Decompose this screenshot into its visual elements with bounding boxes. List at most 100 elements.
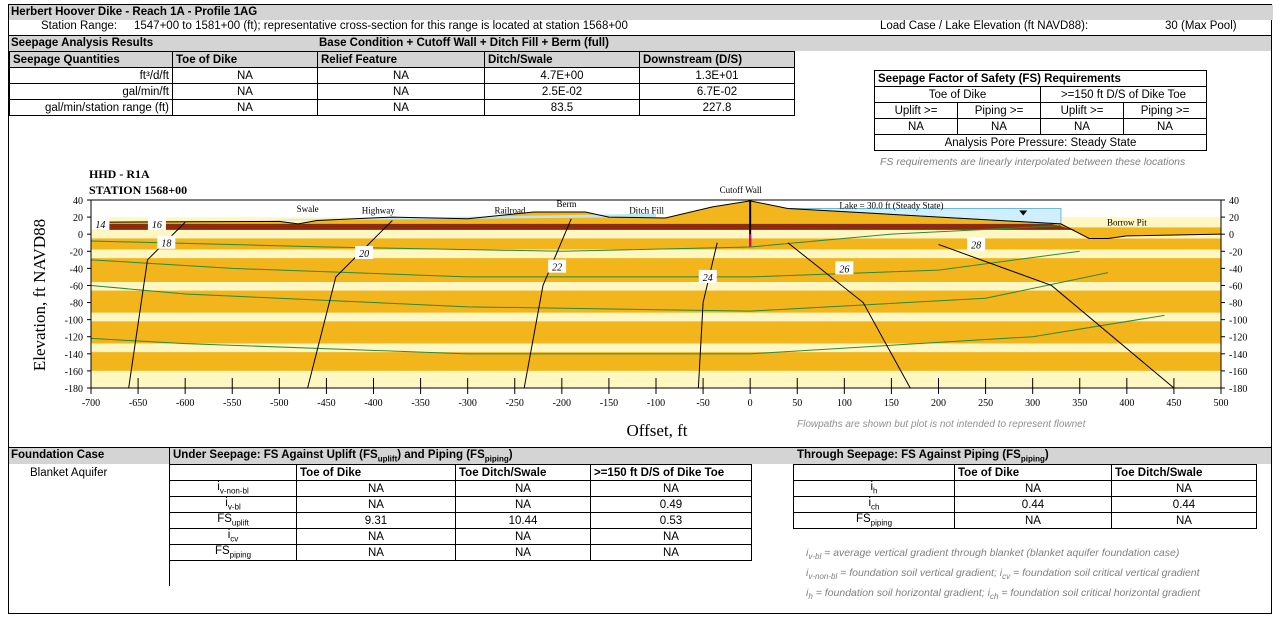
chart-annotation: Cutoff Wall [720, 185, 763, 195]
cell: NA [1111, 512, 1257, 529]
y-tick-label: -100 [65, 316, 83, 327]
foundation-case-label: Foundation Case [11, 449, 105, 461]
symbol-cell: ich [793, 496, 955, 513]
through-title-b: ) [1044, 449, 1049, 461]
row-label: gal/min/ft [9, 83, 173, 100]
x-tick-label: -700 [82, 398, 100, 409]
water-level-marker [1019, 210, 1028, 216]
cell: 83.5 [484, 99, 640, 116]
through-col: Toe Ditch/Swale [1111, 464, 1257, 481]
cell: NA [317, 83, 485, 100]
y-tick-label: -40 [1229, 264, 1242, 275]
under-col: Toe of Dike [296, 464, 456, 481]
symbol-cell: FSuplift [169, 512, 297, 529]
soil-layer [91, 258, 1221, 283]
contour-label-bg [548, 259, 567, 273]
cell: NA [455, 544, 591, 561]
soil-layer [91, 249, 1221, 259]
fs-requirements-title: Seepage Factor of Safety (FS) Requiremen… [874, 70, 1207, 87]
symbol-cell: iv-non-bl [169, 480, 297, 497]
row-label: ft³/d/ft [9, 67, 173, 84]
y-tick-label: -160 [1229, 367, 1247, 378]
soil-layer [91, 290, 1221, 313]
cell: NA [590, 528, 752, 545]
cell: NA [317, 67, 485, 84]
contour-label-text: 26 [839, 264, 849, 275]
table-row: ft³/d/ft NA NA 4.7E+00 1.3E+01 [9, 67, 795, 84]
through-corner [793, 464, 955, 481]
soil-layer [91, 321, 1221, 344]
contour-label-bg [967, 237, 986, 251]
cell: 1.3E+01 [639, 67, 795, 84]
under-seepage-table: Toe of Dike Toe Ditch/Swale >=150 ft D/S… [169, 464, 752, 561]
contour-label-text: 24 [703, 273, 713, 284]
fs-value: NA [1123, 118, 1207, 135]
y-tick-label: 0 [1229, 230, 1234, 241]
contour-label-text: 14 [95, 220, 105, 231]
seepage-results-bar: Seepage Analysis Results Base Condition … [9, 36, 1271, 51]
fs-requirements-table: Seepage Factor of Safety (FS) Requiremen… [874, 70, 1207, 151]
ditch-fill [279, 213, 656, 221]
gradient-note-2: iv-non-bl = foundation soil vertical gra… [806, 567, 1200, 582]
pore-pressure-label: Analysis Pore Pressure: [944, 136, 1068, 149]
through-col: Toe of Dike [954, 464, 1112, 481]
x-tick-label: -600 [176, 398, 194, 409]
under-title-sub1: uplift [377, 454, 398, 464]
x-tick-label: -150 [600, 398, 618, 409]
flow-path [91, 314, 1165, 355]
under-seepage-title: Under Seepage: FS Against Uplift (FSupli… [173, 449, 513, 463]
soil-layer [91, 238, 1221, 250]
symbol-cell: iv-bl [169, 496, 297, 513]
chart-annotation: Lake = 30.0 ft (Steady State) [839, 201, 943, 211]
symbol-cell: icv [169, 528, 297, 545]
y-tick-label: 20 [73, 213, 83, 224]
y-tick-label: -40 [70, 264, 83, 275]
equipotential-line [128, 221, 186, 388]
table-header: Downstream (D/S) [639, 51, 795, 68]
x-tick-label: -250 [506, 398, 524, 409]
x-tick-label: -450 [317, 398, 335, 409]
y-tick-label: -80 [1229, 299, 1242, 310]
row-label: gal/min/station range (ft) [9, 99, 173, 116]
fs-sub: Uplift >= [874, 102, 958, 119]
equipotential-line [787, 242, 911, 388]
chart-title: HHD - R1A [89, 167, 150, 181]
fs-sub: Uplift >= [1040, 102, 1124, 119]
fs-value: NA [1040, 118, 1124, 135]
x-tick-label: -400 [364, 398, 382, 409]
x-tick-label: -500 [270, 398, 288, 409]
contour-label-bg [355, 245, 374, 259]
table-header: Toe of Dike [172, 51, 318, 68]
cell: 2.5E-02 [484, 83, 640, 100]
contour-label-bg [157, 235, 176, 249]
x-tick-label: -550 [223, 398, 241, 409]
pore-pressure-value: Steady State [1070, 136, 1137, 149]
y-tick-label: -60 [1229, 281, 1242, 292]
flow-path [91, 272, 1109, 312]
x-tick-label: 400 [1119, 398, 1134, 409]
divider [9, 35, 1271, 36]
y-tick-label: 40 [1229, 196, 1239, 207]
cell: NA [590, 544, 752, 561]
contour-label: 16 [147, 216, 166, 231]
cell: 0.44 [1111, 496, 1257, 513]
fs-value: NA [874, 118, 958, 135]
dike-fill [91, 200, 1221, 239]
fs-col-toe: Toe of Dike [874, 86, 1041, 103]
cell: 10.44 [455, 512, 591, 529]
contour-label-bg [698, 269, 717, 283]
cell: NA [296, 480, 456, 497]
under-title-sub2: piping [484, 454, 509, 464]
cell: NA [455, 496, 591, 513]
cell: NA [172, 99, 318, 116]
table-header: Ditch/Swale [484, 51, 640, 68]
x-tick-label: -100 [647, 398, 665, 409]
cell: 6.7E-02 [639, 83, 795, 100]
x-tick-label: -650 [129, 398, 147, 409]
report-title-bar: Herbert Hoover Dike - Reach 1A - Profile… [9, 5, 1273, 20]
